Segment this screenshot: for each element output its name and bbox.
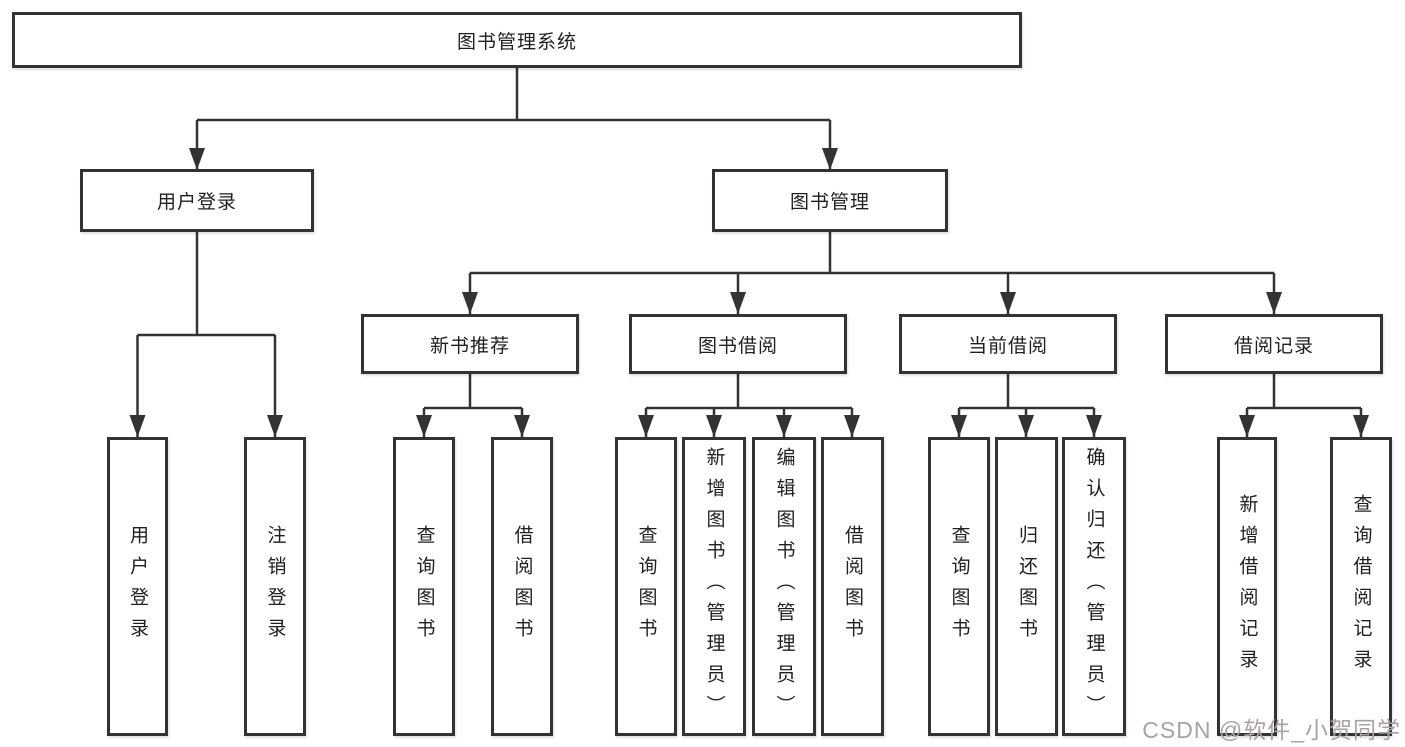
node-library-management-system: 图书管理系统 [12, 12, 1022, 68]
leaf-add-book-admin: 新增图书（管理员） [682, 437, 746, 736]
node-new-book-recommendation: 新书推荐 [361, 314, 579, 374]
leaf-confirm-return-admin: 确认归还（管理员） [1062, 437, 1126, 736]
node-borrowing-records: 借阅记录 [1165, 314, 1383, 374]
leaf-query-books-borrow: 查询图书 [615, 437, 677, 736]
csdn-watermark: CSDN @软件_小贺同学 [1142, 717, 1401, 743]
leaf-user-login: 用户登录 [107, 437, 168, 736]
leaf-edit-book-admin: 编辑图书（管理员） [752, 437, 816, 736]
leaf-add-borrow-record: 新增借阅记录 [1217, 437, 1277, 736]
leaf-borrow-books-recommend: 借阅图书 [491, 437, 553, 736]
leaf-query-books-current: 查询图书 [928, 437, 990, 736]
leaf-return-book: 归还图书 [995, 437, 1058, 736]
leaf-query-books-recommend: 查询图书 [393, 437, 455, 736]
node-current-borrowing: 当前借阅 [899, 314, 1117, 374]
leaf-logout: 注销登录 [244, 437, 306, 736]
node-book-borrowing: 图书借阅 [629, 314, 847, 374]
node-user-login: 用户登录 [80, 169, 314, 232]
leaf-borrow-books: 借阅图书 [821, 437, 884, 736]
leaf-query-borrow-record: 查询借阅记录 [1330, 437, 1392, 736]
node-book-management: 图书管理 [712, 169, 948, 232]
